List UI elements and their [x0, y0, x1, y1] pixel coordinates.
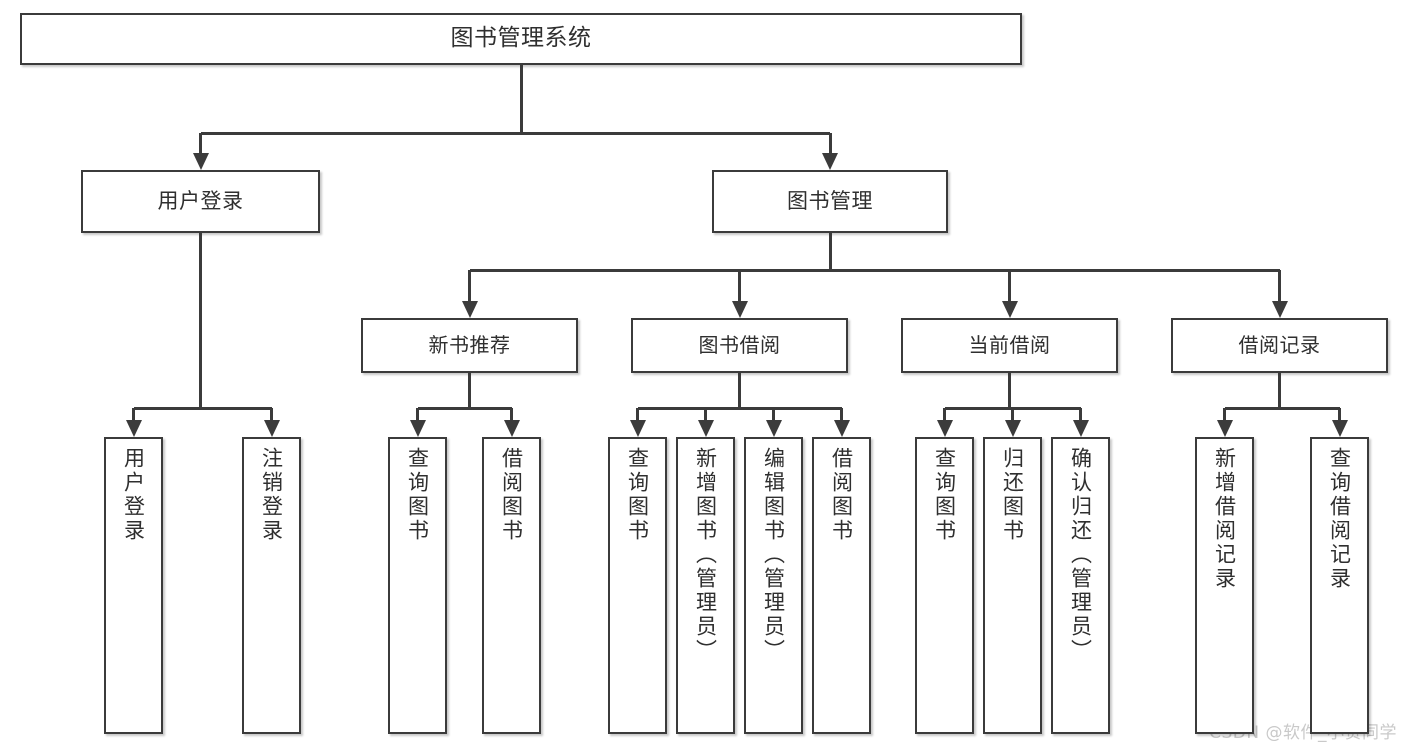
node-leaf-12-label: 查询借阅记录	[1327, 447, 1352, 591]
node-leaf-3-label: 借阅图书	[499, 447, 524, 543]
edge-root-stem	[519, 65, 523, 133]
node-leaf-1-label: 注销登录	[259, 447, 284, 543]
edge-0-to-leaf-0	[132, 408, 135, 422]
node-leaf-6-label: 编辑图书（管理员）	[761, 447, 786, 663]
edge-mgmt-to-level2-1	[738, 270, 741, 303]
edge-1-to-leaf-1	[510, 408, 513, 422]
arrowhead-leaf-1-1	[503, 420, 520, 437]
edge-mgmt-to-level2-3	[1278, 270, 1281, 303]
edge-0-bus	[133, 406, 272, 410]
node-level1-0-label: 用户登录	[157, 189, 244, 214]
node-level1-0[interactable]: 用户登录	[81, 170, 320, 233]
arrowhead-level1-0	[192, 153, 209, 170]
edge-mgmt-stem	[828, 233, 832, 270]
arrowhead-leaf-2-0	[629, 420, 646, 437]
edge-2-stem	[738, 373, 741, 408]
node-level1-1-label: 图书管理	[787, 189, 873, 214]
arrowhead-level2-2	[1001, 301, 1018, 318]
arrowhead-leaf-2-3	[833, 420, 850, 437]
node-leaf-5[interactable]: 新增图书（管理员）	[676, 437, 735, 734]
node-leaf-7-label: 借阅图书	[829, 447, 854, 543]
arrowhead-leaf-3-0	[936, 420, 953, 437]
arrowhead-leaf-0-0	[125, 420, 142, 437]
edge-root-to-level1-0	[199, 133, 202, 155]
edge-root-to-level1-1	[828, 133, 832, 155]
edge-1-bus	[417, 406, 512, 410]
edge-2-to-leaf-0	[636, 408, 639, 422]
arrowhead-leaf-4-0	[1216, 420, 1233, 437]
edge-root-bus	[200, 131, 830, 135]
arrowhead-leaf-3-2	[1072, 420, 1089, 437]
edge-mgmt-to-level2-2	[1008, 270, 1011, 303]
node-root-label: 图书管理系统	[450, 25, 592, 52]
node-leaf-8-label: 查询图书	[932, 447, 957, 543]
arrowhead-leaf-2-1	[697, 420, 714, 437]
edge-4-to-leaf-0	[1223, 408, 1226, 422]
node-leaf-10-label: 确认归还（管理员）	[1068, 447, 1093, 663]
node-leaf-7[interactable]: 借阅图书	[812, 437, 871, 734]
node-level1-1[interactable]: 图书管理	[712, 170, 948, 233]
arrowhead-leaf-3-1	[1004, 420, 1021, 437]
arrowhead-level1-1	[822, 153, 838, 170]
node-level2-2[interactable]: 当前借阅	[901, 318, 1118, 373]
node-leaf-4-label: 查询图书	[625, 447, 650, 543]
arrowhead-level2-0	[461, 301, 478, 318]
node-leaf-2[interactable]: 查询图书	[388, 437, 447, 734]
node-leaf-6[interactable]: 编辑图书（管理员）	[744, 437, 803, 734]
edge-1-to-leaf-0	[416, 408, 419, 422]
edge-0-to-leaf-1	[270, 408, 273, 422]
edge-3-to-leaf-0	[943, 408, 946, 422]
node-root[interactable]: 图书管理系统	[20, 13, 1022, 65]
node-leaf-3[interactable]: 借阅图书	[482, 437, 541, 734]
node-level2-1-label: 图书借阅	[698, 332, 781, 357]
edge-2-to-leaf-2	[772, 408, 775, 422]
node-leaf-12[interactable]: 查询借阅记录	[1310, 437, 1369, 734]
edge-3-to-leaf-2	[1079, 408, 1082, 422]
node-leaf-0-label: 用户登录	[121, 447, 146, 543]
node-level2-0-label: 新书推荐	[428, 332, 511, 357]
node-level2-3-label: 借阅记录	[1238, 332, 1321, 357]
edge-mgmt-bus	[469, 268, 1280, 272]
node-leaf-4[interactable]: 查询图书	[608, 437, 667, 734]
arrowhead-leaf-1-0	[409, 420, 426, 437]
node-level2-2-label: 当前借阅	[968, 332, 1051, 357]
arrowhead-level2-1	[731, 301, 748, 318]
node-leaf-8[interactable]: 查询图书	[915, 437, 974, 734]
node-leaf-9-label: 归还图书	[1000, 447, 1025, 543]
edge-2-to-leaf-3	[840, 408, 843, 422]
node-leaf-2-label: 查询图书	[405, 447, 430, 543]
arrowhead-leaf-4-1	[1331, 420, 1348, 437]
node-leaf-1[interactable]: 注销登录	[242, 437, 301, 734]
arrowhead-leaf-2-2	[765, 420, 782, 437]
edge-3-to-leaf-1	[1011, 408, 1014, 422]
node-leaf-11-label: 新增借阅记录	[1212, 447, 1237, 591]
arrowhead-level2-3	[1271, 301, 1288, 318]
node-leaf-9[interactable]: 归还图书	[983, 437, 1042, 734]
arrowhead-leaf-0-1	[263, 420, 280, 437]
node-leaf-11[interactable]: 新增借阅记录	[1195, 437, 1254, 734]
edge-1-stem	[468, 373, 471, 408]
edge-0-stem	[199, 233, 202, 408]
node-leaf-0[interactable]: 用户登录	[104, 437, 163, 734]
node-level2-3[interactable]: 借阅记录	[1171, 318, 1388, 373]
edge-2-to-leaf-1	[704, 408, 707, 422]
edge-4-bus	[1224, 406, 1340, 410]
edge-3-stem	[1008, 373, 1011, 408]
edge-2-bus	[637, 406, 842, 410]
edge-4-to-leaf-1	[1338, 408, 1341, 422]
edge-mgmt-to-level2-0	[468, 270, 471, 303]
node-level2-1[interactable]: 图书借阅	[631, 318, 848, 373]
edge-4-stem	[1278, 373, 1281, 408]
node-leaf-5-label: 新增图书（管理员）	[693, 447, 718, 663]
node-leaf-10[interactable]: 确认归还（管理员）	[1051, 437, 1110, 734]
node-level2-0[interactable]: 新书推荐	[361, 318, 578, 373]
